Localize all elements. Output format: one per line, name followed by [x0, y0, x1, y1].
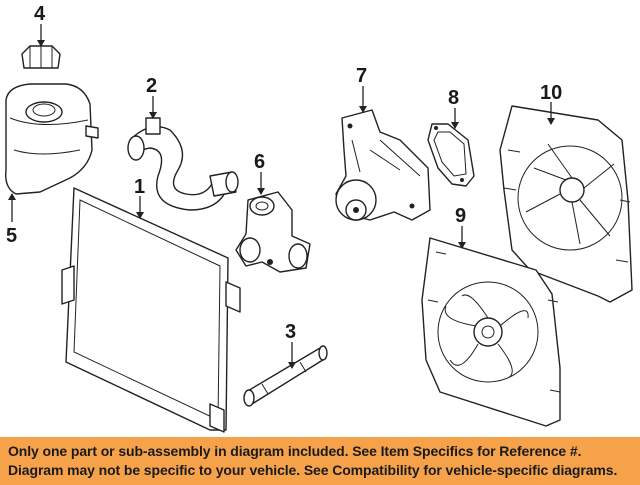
disclaimer-line-1: Only one part or sub-assembly in diagram…	[8, 443, 582, 459]
water-pump[interactable]	[335, 109, 431, 221]
fan-assembly[interactable]	[421, 237, 561, 427]
upper-hose[interactable]	[127, 117, 239, 211]
callout-8: 8	[448, 87, 459, 109]
callout-1: 1	[134, 176, 145, 198]
expansion-tank[interactable]	[5, 83, 99, 195]
reservoir-cap[interactable]	[21, 45, 61, 69]
lower-hose[interactable]	[243, 345, 328, 407]
callout-6: 6	[254, 151, 265, 173]
callout-4: 4	[34, 3, 46, 25]
thermostat-housing[interactable]	[235, 191, 311, 273]
callout-3: 3	[285, 321, 296, 343]
callout-10: 10	[540, 82, 562, 104]
callout-2: 2	[146, 75, 157, 97]
disclaimer-banner: Only one part or sub-assembly in diagram…	[0, 437, 640, 485]
radiator[interactable]	[61, 187, 241, 433]
callout-7: 7	[356, 65, 367, 87]
fan-shroud[interactable]	[499, 105, 633, 303]
callout-5: 5	[6, 225, 17, 247]
parts-diagram: 4 5 2 1 6	[5, 3, 633, 433]
disclaimer-line-2: Diagram may not be specific to your vehi…	[8, 462, 618, 478]
pump-gasket[interactable]	[427, 123, 475, 187]
callout-9: 9	[455, 205, 466, 227]
